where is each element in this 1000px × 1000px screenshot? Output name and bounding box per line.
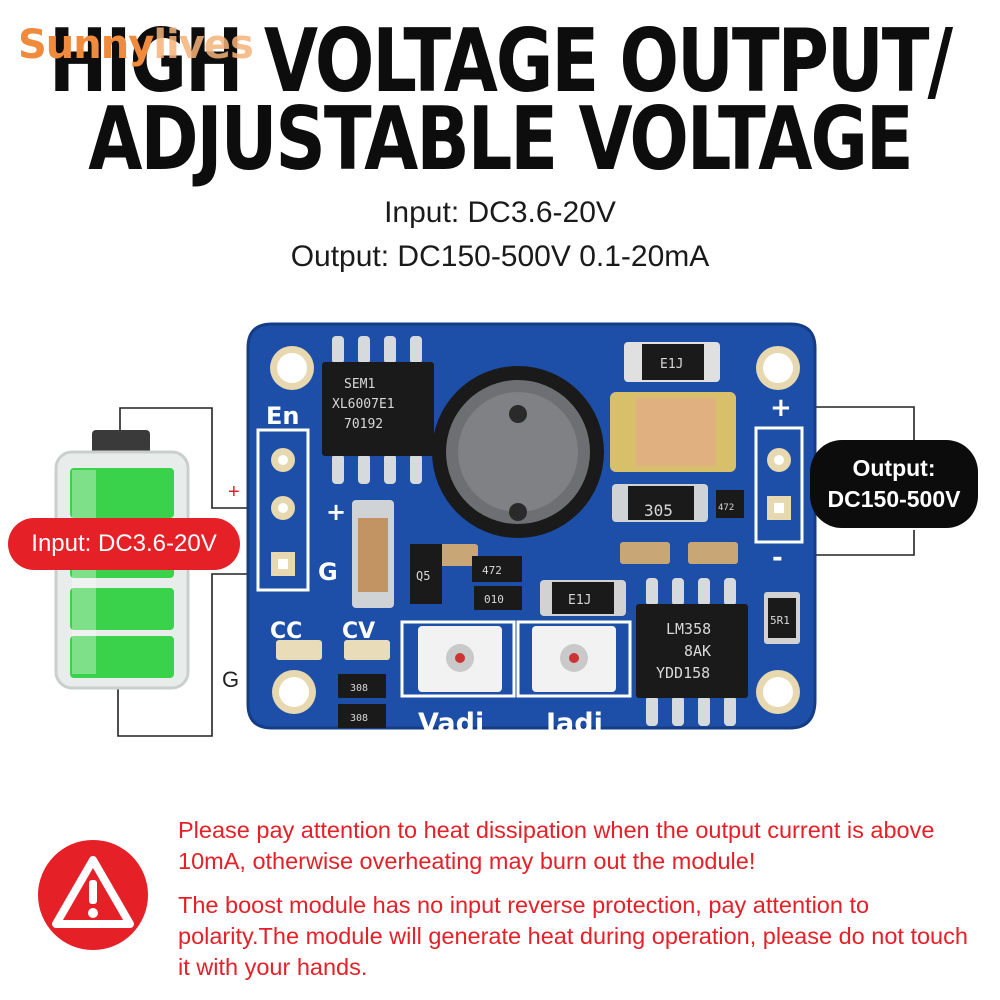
product-scene: + xyxy=(0,300,1000,780)
battery-plus-label: + xyxy=(228,481,240,503)
opamp-mark-3: YDD158 xyxy=(656,664,710,682)
warning-triangle-icon xyxy=(38,840,148,950)
resistor-472-mid-mark: 472 xyxy=(482,564,502,577)
opamp-mark-1: LM358 xyxy=(666,620,711,638)
output-callout-line-1: Output: xyxy=(852,455,936,481)
opamp-ic xyxy=(636,578,748,726)
warning-heat-text: Please pay attention to heat dissipation… xyxy=(178,817,935,874)
brand-part-1: Sunny xyxy=(18,22,154,68)
output-voltage-callout: Output: DC150-500V xyxy=(810,440,978,528)
resistor-472-mark: 472 xyxy=(718,503,734,513)
battery-ground-label: G xyxy=(222,667,240,692)
headline-line-1: HIGH VOLTAGE OUTPUT/ xyxy=(48,9,953,113)
pcb-board xyxy=(246,322,817,730)
output-plus-silk: + xyxy=(770,393,792,423)
cc-label: CC xyxy=(270,619,302,644)
vadj-label: Vadj xyxy=(418,708,484,739)
resistor-305-mark: 305 xyxy=(644,501,673,520)
resistor-5r1-mark: 5R1 xyxy=(770,614,790,627)
brand-logo: Sunnylives xyxy=(18,22,254,68)
boost-ic xyxy=(322,336,434,484)
headline-line-2: ADJUSTABLE VOLTAGE xyxy=(88,87,913,191)
resistor-308b-mark: 308 xyxy=(350,713,368,724)
pin-en-label: En xyxy=(266,402,299,430)
output-minus-silk: - xyxy=(772,543,783,573)
spec-input: Input: DC3.6-20V xyxy=(384,196,616,229)
warning-triangle-icon-shape xyxy=(52,856,134,928)
boost-ic-mark-2: XL6007E1 xyxy=(332,397,395,412)
pin-plus-label: + xyxy=(326,498,346,526)
diode-top-mark: E1J xyxy=(660,357,683,372)
resistor-308a-mark: 308 xyxy=(350,683,368,694)
brand-part-2: lives xyxy=(153,22,253,68)
iadj-label: Iadj xyxy=(546,708,603,739)
inductor xyxy=(432,366,604,538)
boost-ic-mark-3: 70192 xyxy=(344,417,383,432)
output-callout-line-2: DC150-500V xyxy=(827,486,961,512)
opamp-mark-2: 8AK xyxy=(684,642,711,660)
spec-output: Output: DC150-500V 0.1-20mA xyxy=(290,240,710,273)
diode-mid-mark: E1J xyxy=(568,593,591,608)
cv-label: CV xyxy=(342,619,375,644)
transistor-q5-mark: Q5 xyxy=(416,569,430,583)
pin-g-label: G xyxy=(318,558,338,586)
input-voltage-callout: Input: DC3.6-20V xyxy=(8,518,240,570)
warning-polarity-text: The boost module has no input reverse pr… xyxy=(178,892,968,980)
boost-ic-mark-1: SEM1 xyxy=(344,377,375,392)
wiring xyxy=(117,406,915,737)
resistor-010-mark: 010 xyxy=(484,593,504,606)
product-illustration: + xyxy=(54,322,915,739)
